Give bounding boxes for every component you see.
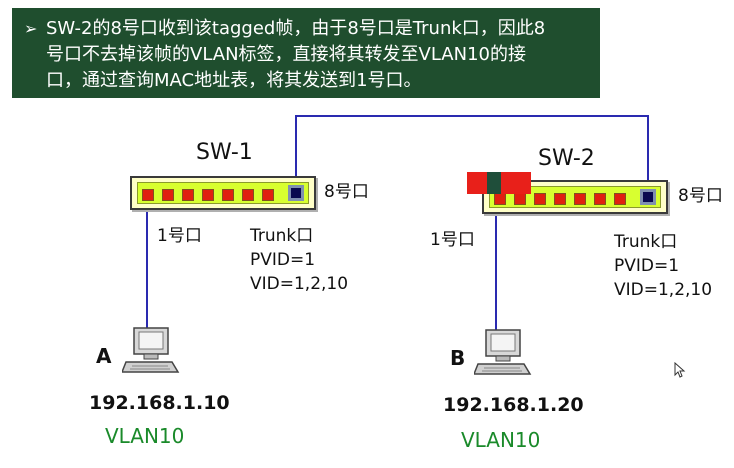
frame-tag-right <box>501 172 531 194</box>
sw2-name: SW-2 <box>538 146 595 171</box>
sw2-port-5 <box>574 193 586 205</box>
mouse-cursor-icon <box>674 362 686 378</box>
sw2-vid: VID=1,2,10 <box>614 280 713 300</box>
host-a-vlan: VLAN10 <box>105 424 185 448</box>
frame-vlan-tag <box>487 172 501 194</box>
sw1-port-3 <box>182 189 194 201</box>
sw1-port-1 <box>142 189 154 201</box>
computer-a-icon <box>122 327 180 373</box>
sw1-port-7 <box>262 189 274 201</box>
sw2-port-8-trunk <box>640 189 656 205</box>
sw1-pvid: PVID=1 <box>250 250 316 270</box>
sw2-port-2 <box>514 193 526 205</box>
sw2-port1-label: 1号口 <box>430 230 475 250</box>
host-b-ip: 192.168.1.20 <box>443 394 584 416</box>
computer-b-icon <box>474 329 532 375</box>
sw1-port-5 <box>222 189 234 201</box>
sw2-port-1 <box>494 193 506 205</box>
host-b-vlan: VLAN10 <box>461 428 541 452</box>
sw1-name: SW-1 <box>196 140 253 165</box>
banner-line-3: 口，通过查询MAC地址表，将其发送到1号口。 <box>46 70 422 91</box>
sw2-port8-label: 8号口 <box>678 186 723 206</box>
sw2-port-7 <box>614 193 626 205</box>
sw2-port-6 <box>594 193 606 205</box>
sw1-port-4 <box>202 189 214 201</box>
sw2-pvid: PVID=1 <box>614 256 680 276</box>
sw2-trunk-mode: Trunk口 <box>614 232 678 252</box>
host-b-letter: B <box>450 346 466 370</box>
sw1-trunk-mode: Trunk口 <box>250 226 314 246</box>
host-a-letter: A <box>96 344 112 368</box>
explanation-banner: ➢ SW-2的8号口收到该tagged帧，由于8号口是Trunk口，因此8 号口… <box>12 8 600 98</box>
sw2-port-4 <box>554 193 566 205</box>
sw1-port-2 <box>162 189 174 201</box>
sw1-port1-label: 1号口 <box>157 226 202 246</box>
sw1-switch <box>130 176 316 210</box>
trunk-link <box>295 115 649 190</box>
host-a-ip: 192.168.1.10 <box>89 392 230 414</box>
sw2-port-3 <box>534 193 546 205</box>
banner-line-2: 号口不去掉该帧的VLAN标签，直接将其转发至VLAN10的接 <box>46 44 526 65</box>
frame-tag-left <box>467 172 487 194</box>
bullet-arrow-icon: ➢ <box>24 19 38 38</box>
sw1-vid: VID=1,2,10 <box>250 274 349 294</box>
banner-line-1: SW-2的8号口收到该tagged帧，由于8号口是Trunk口，因此8 <box>46 18 546 39</box>
sw1-port8-label: 8号口 <box>324 182 369 202</box>
sw1-port-8-trunk <box>288 185 304 201</box>
sw1-port-6 <box>242 189 254 201</box>
